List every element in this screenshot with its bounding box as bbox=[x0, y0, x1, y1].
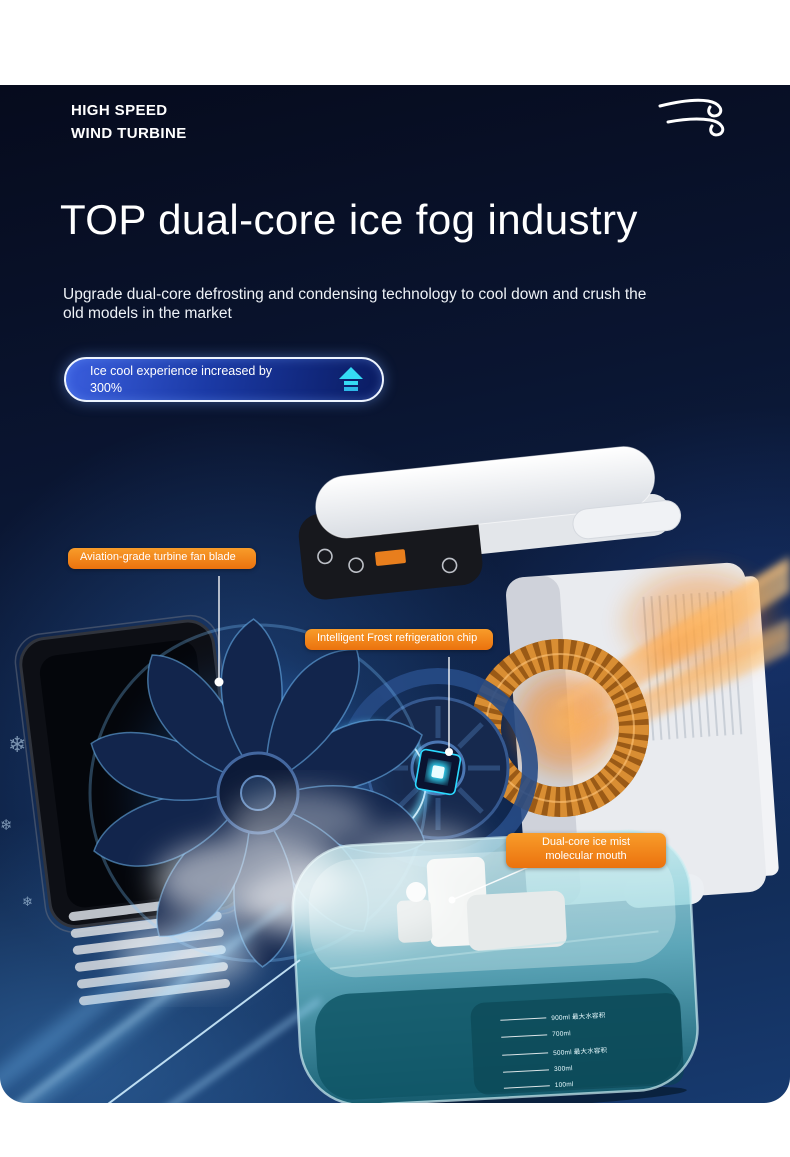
tagline: HIGH SPEED WIND TURBINE bbox=[71, 99, 187, 145]
svg-text:❄: ❄ bbox=[0, 816, 13, 834]
refrigeration-chip bbox=[414, 748, 462, 796]
wind-streaks bbox=[0, 893, 322, 1103]
tank-scale-label: 100ml bbox=[554, 1081, 574, 1090]
tank-scale-label: 300ml bbox=[553, 1065, 573, 1074]
tank-scale-label: 500ml 最大水容积 bbox=[552, 1047, 608, 1058]
top-white-strip bbox=[0, 0, 790, 85]
feature-badge: Ice cool experience increased by 300% bbox=[64, 357, 384, 402]
control-panel bbox=[317, 548, 458, 574]
callout-fan-blade: Aviation-grade turbine fan blade bbox=[68, 548, 256, 569]
tank-scale-row: 300ml bbox=[503, 1063, 608, 1075]
callout-mist-mouth: Dual-core ice mist molecular mouth bbox=[506, 833, 666, 868]
page-title: TOP dual-core ice fog industry bbox=[60, 196, 638, 243]
svg-text:❄: ❄ bbox=[22, 895, 33, 910]
lid-handle bbox=[572, 500, 682, 540]
tank-scale-label: 700ml bbox=[551, 1030, 572, 1039]
scale-tick bbox=[503, 1069, 550, 1073]
badge-text: Ice cool experience increased by 300% bbox=[90, 363, 272, 396]
tank-scale-row: 500ml 最大水容积 bbox=[502, 1044, 608, 1059]
subtitle: Upgrade dual-core defrosting and condens… bbox=[63, 286, 647, 322]
mist-mouth bbox=[396, 856, 567, 951]
scale-tick bbox=[501, 1034, 548, 1038]
callout-lines bbox=[214, 576, 541, 904]
svg-text:❄: ❄ bbox=[8, 733, 26, 758]
badge-line2: 300% bbox=[90, 380, 122, 395]
bottom-white-strip bbox=[0, 1103, 790, 1157]
tank-scale-label: 900ml 最大水容积 bbox=[551, 1012, 606, 1023]
tagline-line2: WIND TURBINE bbox=[71, 125, 187, 142]
top-lid bbox=[298, 446, 682, 600]
tank-scale-markings: 900ml 最大水容积 700ml 500ml 最大水容积 300ml 100m… bbox=[500, 1009, 609, 1091]
tagline-line1: HIGH SPEED bbox=[71, 102, 168, 119]
scale-tick bbox=[503, 1085, 550, 1089]
scale-tick bbox=[502, 1051, 549, 1056]
wind-icon bbox=[658, 98, 725, 137]
callout-refrigeration-chip: Intelligent Frost refrigeration chip bbox=[305, 629, 493, 650]
tank-scale-row: 700ml bbox=[501, 1028, 606, 1040]
snowflake-icon: ❄ ❄ ❄ bbox=[0, 733, 33, 910]
scale-tick bbox=[500, 1016, 547, 1021]
badge-line1: Ice cool experience increased by bbox=[90, 364, 273, 379]
led-display bbox=[374, 549, 406, 566]
increase-arrow-icon bbox=[339, 366, 363, 391]
